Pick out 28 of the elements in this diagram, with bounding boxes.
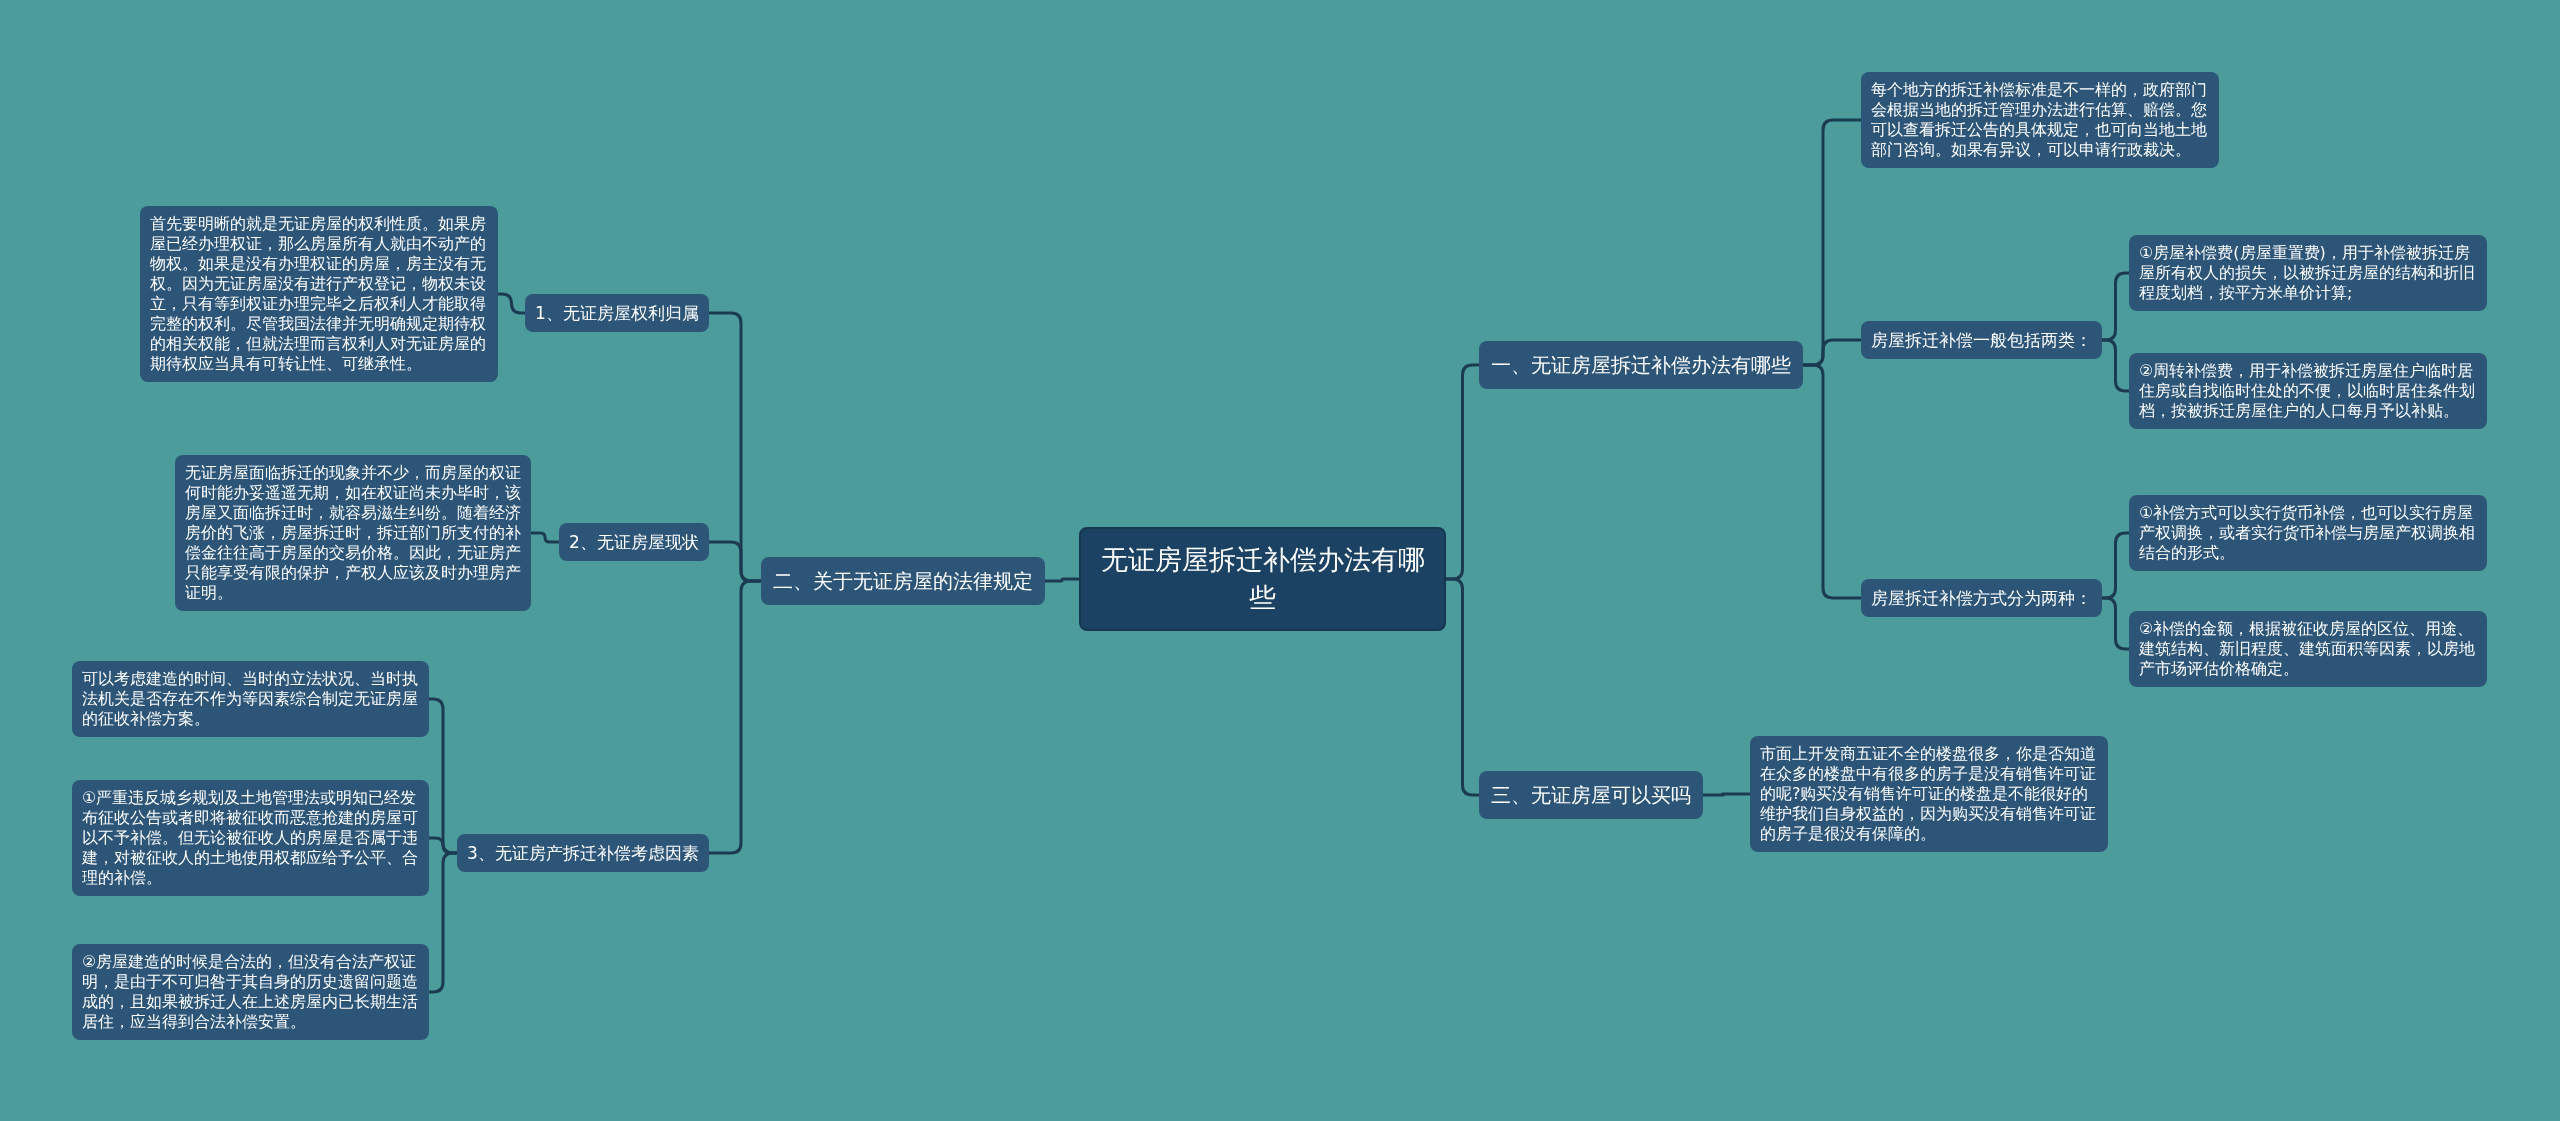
note-box: ①严重违反城乡规划及土地管理法或明知已经发布征收公告或者即将被征收而恶意抢建的房屋可以不予补偿。但无论被征收人的房屋是否属于违建，对被征收人的土地使用权都应给予公平、合理的补偿。 [72,780,429,896]
note-box: ②补偿的金额，根据被征收房屋的区位、用途、建筑结构、新旧程度、建筑面积等因素，以房地产市场评估价格确定。 [2129,611,2487,687]
note-box: 可以考虑建造的时间、当时的立法状况、当时执法机关是否存在不作为等因素综合制定无证房屋的征收补偿方案。 [72,661,429,737]
subtopic-box: 1、无证房屋权利归属 [525,294,709,332]
subtopic-box: 房屋拆迁补偿方式分为两种： [1861,579,2102,617]
branch-topic: 二、关于无证房屋的法律规定 [761,557,1045,605]
connector-line [498,292,525,315]
connector-line [1803,363,1861,600]
connector-line [1045,577,1079,583]
note-box: 无证房屋面临拆迁的现象并不少，而房屋的权证何时能办妥遥遥无期，如在权证尚未办毕时，该房屋又面临拆迁时，就容易滋生纠纷。随着经济房价的飞涨，房屋拆迁时，拆迁部门所支付的补偿金往往高于房屋的交易价格。因此，无证房产只能享受有限的保护，产权人应该及时办理房产证明。 [175,455,531,611]
connector-line [531,531,559,544]
subtopic-box: 3、无证房产拆迁补偿考虑因素 [457,834,709,872]
note-box: ①补偿方式可以实行货币补偿，也可以实行房屋产权调换，或者实行货币补偿与房屋产权调换相结合的形式。 [2129,495,2487,571]
note-box: ②周转补偿费，用于补偿被拆迁房屋住户临时居住房或自找临时住处的不便，以临时居住条件划档，按被拆迁房屋住户的人口每月予以补贴。 [2129,353,2487,429]
branch-topic: 三、无证房屋可以买吗 [1479,771,1703,819]
connector-line [1446,577,1479,797]
note-box: 市面上开发商五证不全的楼盘很多，你是否知道在众多的楼盘中有很多的房子是没有销售许可证的呢?购买没有销售许可证的楼盘是不能很好的维护我们自身权益的，因为购买没有销售许可证的房子是很没有保障的。 [1750,736,2108,852]
note-box: 每个地方的拆迁补偿标准是不一样的，政府部门会根据当地的拆迁管理办法进行估算、赔偿。您可以查看拆迁公告的具体规定，也可向当地土地部门咨询。如果有异议，可以申请行政裁决。 [1861,72,2219,168]
branch-topic: 一、无证房屋拆迁补偿办法有哪些 [1479,341,1803,389]
connector-line [1703,792,1750,797]
central-topic: 无证房屋拆迁补偿办法有哪些 [1079,527,1446,631]
note-box: 首先要明晰的就是无证房屋的权利性质。如果房屋已经办理权证，那么房屋所有人就由不动产的物权。如果是没有办理权证的房屋，房主没有无权。因为无证房屋没有进行产权登记，物权未设立，只有等到权证办理完毕之后权利人才能取得完整的权利。尽管我国法律并无明确规定期待权的相关权能，但就法理而言权利人对无证房屋的期待权应当具有可转让性、可继承性。 [140,206,498,382]
note-box: ①房屋补偿费(房屋重置费)，用于补偿被拆迁房屋所有权人的损失，以被拆迁房屋的结构和折旧程度划档，按平方米单价计算; [2129,235,2487,311]
subtopic-box: 房屋拆迁补偿一般包括两类： [1861,321,2102,359]
connector-line [2102,596,2129,651]
subtopic-box: 2、无证房屋现状 [559,523,709,561]
connector-line [2102,338,2129,393]
note-box: ②房屋建造的时候是合法的，但没有合法产权证明，是由于不可归咎于其自身的历史遗留问题造成的，且如果被拆迁人在上述房屋内已长期生活居住，应当得到合法补偿安置。 [72,944,429,1040]
